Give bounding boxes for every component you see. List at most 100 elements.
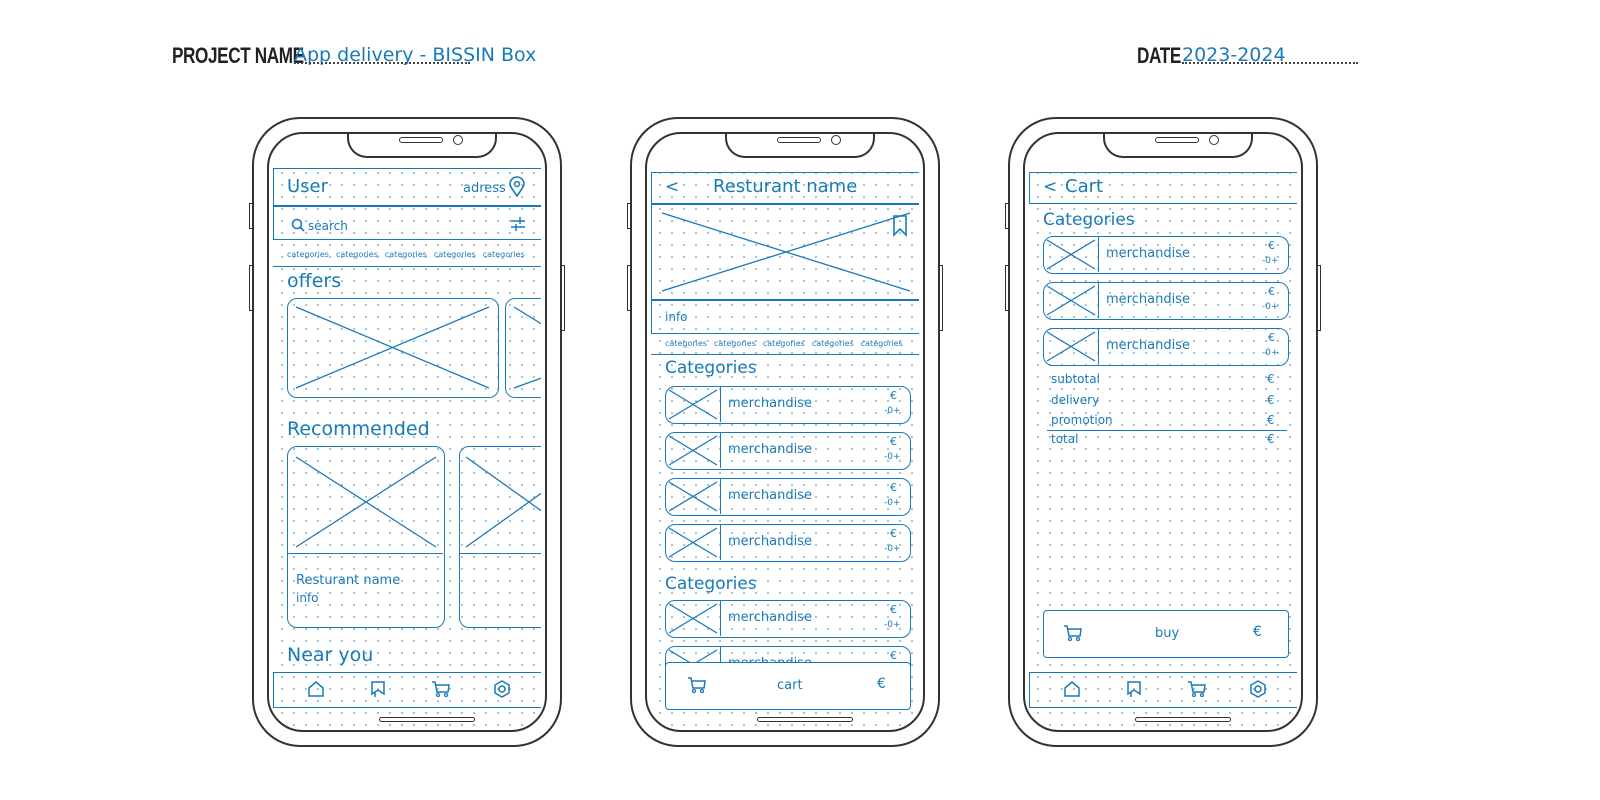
category-chip[interactable]: categories — [287, 250, 329, 259]
cart-label: cart — [777, 678, 803, 693]
back-button[interactable]: < — [1043, 177, 1058, 197]
cart-price: € — [877, 676, 886, 692]
category-chip[interactable]: categories — [811, 339, 854, 348]
phone-frame — [252, 117, 562, 747]
settings-icon[interactable] — [1249, 680, 1267, 698]
item-price: € — [890, 527, 897, 540]
image-placeholder-icon — [668, 603, 718, 634]
speaker — [1155, 137, 1199, 143]
bookmark-icon[interactable] — [892, 215, 908, 237]
bottom-nav — [273, 672, 541, 708]
item-divider — [720, 433, 721, 468]
image-placeholder-icon — [668, 389, 718, 420]
item-price: € — [890, 389, 897, 402]
notch — [725, 134, 875, 158]
home-indicator — [379, 717, 475, 722]
cart-icon[interactable] — [431, 680, 451, 698]
side-button — [939, 265, 943, 331]
delivery-label: delivery — [1051, 393, 1100, 407]
buy-label: buy — [1155, 626, 1180, 641]
restaurant-name: Resturant name — [296, 573, 401, 588]
quantity-stepper[interactable]: -0+ — [1262, 256, 1279, 266]
settings-icon[interactable] — [493, 680, 511, 698]
buy-button[interactable] — [1043, 610, 1289, 658]
cart-icon — [1064, 625, 1082, 642]
merchandise-item[interactable]: merchandise € -0+ — [1043, 328, 1289, 366]
bookmark-icon[interactable] — [1125, 680, 1143, 698]
back-button[interactable]: < — [665, 177, 680, 197]
item-name: merchandise — [728, 610, 812, 625]
item-price: € — [1268, 285, 1275, 298]
filter-icon[interactable] — [509, 215, 527, 233]
quantity-stepper[interactable]: -0+ — [884, 498, 901, 508]
item-name: merchandise — [1106, 292, 1190, 307]
side-button — [1005, 203, 1009, 229]
card-divider — [460, 553, 541, 554]
restaurant-card[interactable] — [459, 446, 541, 628]
merchandise-item[interactable]: merchandise € -0+ — [1043, 236, 1289, 274]
image-placeholder-icon — [295, 456, 437, 548]
bookmark-icon[interactable] — [369, 680, 387, 698]
address-label[interactable]: adress — [463, 181, 506, 196]
offers-title: offers — [287, 270, 342, 292]
search-bar[interactable] — [273, 206, 541, 240]
category-chip[interactable]: categories — [860, 339, 903, 348]
quantity-stepper[interactable]: -0+ — [1262, 302, 1279, 312]
merchandise-item[interactable]: merchandise € -0+ — [665, 432, 911, 470]
offer-card[interactable] — [505, 298, 541, 398]
item-name: merchandise — [728, 534, 812, 549]
home-indicator — [1135, 717, 1231, 722]
item-price: € — [890, 603, 897, 616]
cart-icon — [688, 677, 706, 694]
quantity-stepper[interactable]: -0+ — [884, 544, 901, 554]
location-pin-icon[interactable] — [509, 176, 525, 198]
user-label[interactable]: User — [287, 176, 329, 197]
quantity-stepper[interactable]: -0+ — [884, 452, 901, 462]
restaurant-card[interactable]: Resturant name info — [287, 446, 445, 628]
category-chip[interactable]: categories — [335, 250, 378, 259]
image-placeholder-icon — [668, 481, 718, 512]
merchandise-item[interactable]: merchandise € -0+ — [665, 600, 911, 638]
total-value: € — [1267, 432, 1275, 446]
search-input[interactable]: search — [308, 219, 348, 233]
merchandise-item[interactable]: merchandise € -0+ — [1043, 282, 1289, 320]
item-name: merchandise — [728, 442, 812, 457]
side-button — [249, 265, 253, 311]
top-bar — [1029, 172, 1297, 204]
image-placeholder-icon — [668, 527, 718, 558]
category-chip[interactable]: categories — [433, 250, 476, 259]
cart-icon[interactable] — [1187, 680, 1207, 698]
merchandise-item[interactable]: merchandise € -0+ — [665, 478, 911, 516]
category-chips: categories categories categories categor… — [665, 339, 903, 348]
subtotal-value: € — [1267, 372, 1275, 386]
merchandise-item[interactable]: merchandise € -0+ — [665, 386, 911, 424]
category-chip[interactable]: categories — [713, 339, 756, 348]
image-placeholder-icon — [1046, 285, 1096, 316]
cart-title: Cart — [1065, 176, 1104, 197]
category-chip[interactable]: categories — [384, 250, 427, 259]
merchandise-item[interactable]: merchandise € -0+ — [665, 524, 911, 562]
buy-price: € — [1253, 624, 1262, 640]
quantity-stepper[interactable]: -0+ — [1262, 348, 1279, 358]
quantity-stepper[interactable]: -0+ — [884, 620, 901, 630]
category-chip[interactable]: categories — [665, 339, 707, 348]
item-price: € — [1268, 331, 1275, 344]
info-panel — [651, 300, 919, 334]
image-placeholder-icon — [513, 306, 541, 389]
project-name-dots — [294, 62, 470, 64]
promotion-value: € — [1267, 413, 1275, 427]
home-icon[interactable] — [307, 680, 325, 698]
category-chip[interactable]: categories — [762, 339, 805, 348]
category-chip[interactable]: categories — [482, 250, 525, 259]
quantity-stepper[interactable]: -0+ — [884, 406, 901, 416]
image-placeholder-icon — [465, 456, 541, 548]
image-placeholder-icon — [1046, 239, 1096, 270]
offer-card[interactable] — [287, 298, 499, 398]
side-button — [249, 203, 253, 229]
top-bar — [651, 172, 919, 204]
item-name: merchandise — [1106, 246, 1190, 261]
home-icon[interactable] — [1063, 680, 1081, 698]
cart-bar[interactable] — [665, 662, 911, 710]
side-button — [627, 203, 631, 229]
near-you-title: Near you — [287, 644, 374, 666]
